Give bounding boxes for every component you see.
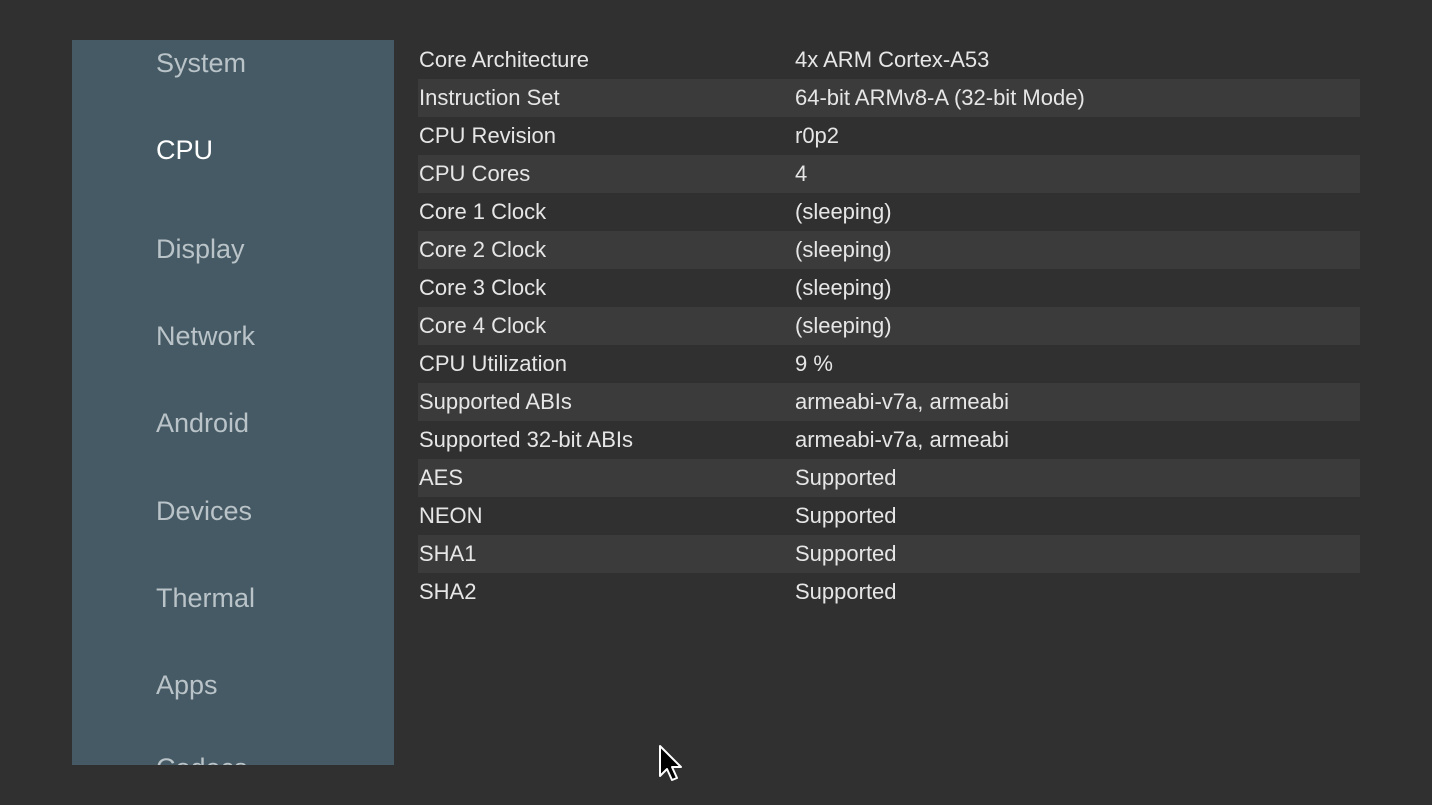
table-row: Core 2 Clock (sleeping) [418,231,1360,269]
row-label: Core 4 Clock [419,313,547,338]
table-row: SHA1 Supported [418,535,1360,573]
row-value: (sleeping) [795,313,892,338]
table-row: Supported 32-bit ABIs armeabi-v7a, armea… [418,421,1360,459]
row-value: 4x ARM Cortex-A53 [795,47,990,72]
table-row: CPU Revision r0p2 [418,117,1360,155]
sidebar-item-network[interactable]: Network [156,321,256,351]
table-row: CPU Utilization 9 % [418,345,1360,383]
row-label: SHA2 [419,579,477,604]
sidebar-item-devices[interactable]: Devices [156,496,253,526]
sidebar-item-apps[interactable]: Apps [156,670,218,700]
sidebar-nav: System CPU Display Network Android Devic… [72,40,394,765]
sidebar-item-display[interactable]: Display [156,234,245,264]
row-value: 4 [795,161,808,186]
cpu-info-table: Core Architecture 4x ARM Cortex-A53 Inst… [418,41,1360,611]
table-row: AES Supported [418,459,1360,497]
row-value: 9 % [795,351,833,376]
table-row: Core Architecture 4x ARM Cortex-A53 [418,41,1360,79]
row-value: (sleeping) [795,237,892,262]
row-value: (sleeping) [795,199,892,224]
row-value: Supported [795,541,897,566]
table-row: CPU Cores 4 [418,155,1360,193]
row-label: NEON [419,503,483,528]
row-value: Supported [795,503,897,528]
row-value: armeabi-v7a, armeabi [795,427,1009,452]
table-row: SHA2 Supported [418,573,1360,611]
row-label: AES [419,465,464,490]
sidebar-item-system[interactable]: System [156,48,247,78]
row-label: Supported ABIs [419,389,572,414]
row-label: CPU Cores [419,161,531,186]
row-label: Core 2 Clock [419,237,547,262]
row-value: (sleeping) [795,275,892,300]
sidebar-item-android[interactable]: Android [156,408,250,438]
row-value: armeabi-v7a, armeabi [795,389,1009,414]
row-label: SHA1 [419,541,477,566]
row-label: Core Architecture [419,47,589,72]
sidebar-item-thermal[interactable]: Thermal [156,583,256,613]
row-label: Core 3 Clock [419,275,547,300]
row-value: r0p2 [795,123,840,148]
row-label: CPU Revision [419,123,556,148]
mouse-pointer-icon [658,744,684,782]
row-label: Instruction Set [419,85,560,110]
row-label: CPU Utilization [419,351,567,376]
table-row: Supported ABIs armeabi-v7a, armeabi [418,383,1360,421]
table-row: NEON Supported [418,497,1360,535]
table-row: Instruction Set 64-bit ARMv8-A (32-bit M… [418,79,1360,117]
sidebar-item-codecs[interactable]: Codecs [156,752,248,765]
sidebar-item-cpu[interactable]: CPU [156,135,214,165]
row-label: Supported 32-bit ABIs [419,427,634,452]
row-value: Supported [795,579,897,604]
row-value: Supported [795,465,897,490]
table-row: Core 1 Clock (sleeping) [418,193,1360,231]
table-row: Core 3 Clock (sleeping) [418,269,1360,307]
table-row: Core 4 Clock (sleeping) [418,307,1360,345]
row-value: 64-bit ARMv8-A (32-bit Mode) [795,85,1085,110]
row-label: Core 1 Clock [419,199,547,224]
